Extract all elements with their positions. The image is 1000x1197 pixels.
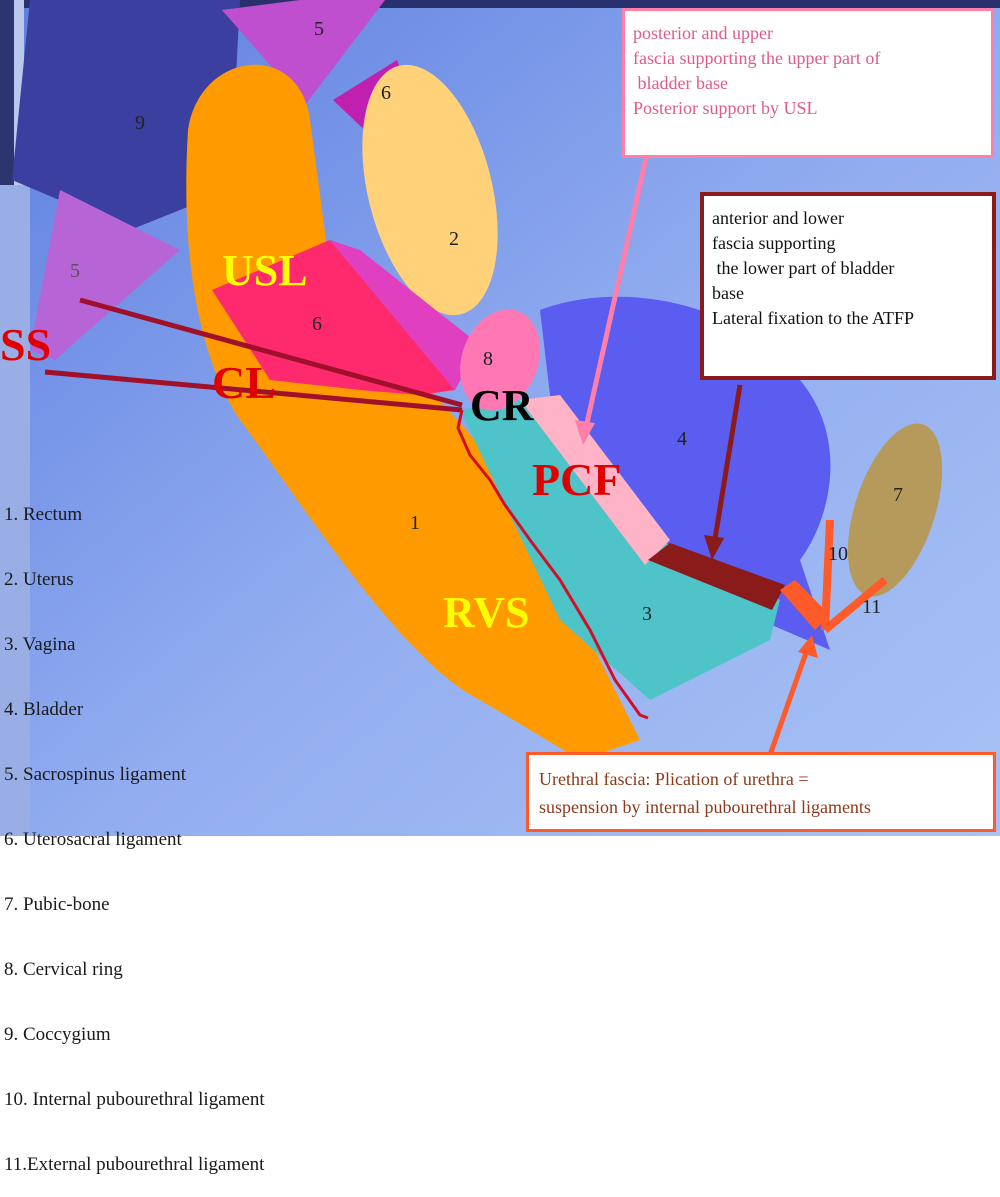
posterior-callout-line: Posterior support by USL xyxy=(633,96,983,121)
num-external-ligament: 11 xyxy=(862,596,881,619)
label-ss: SS xyxy=(0,318,51,371)
num-coccygium: 9 xyxy=(135,112,145,135)
num-internal-ligament: 10 xyxy=(828,543,848,566)
anterior-callout-line: Lateral fixation to the ATFP xyxy=(712,306,984,331)
num-vagina: 3 xyxy=(642,603,652,626)
label-usl: USL xyxy=(222,245,308,296)
legend-item: 10. Internal pubourethral ligament xyxy=(4,1085,265,1114)
legend-item: 8. Cervical ring xyxy=(4,955,265,984)
anterior-callout-line: anterior and lower xyxy=(712,206,984,231)
posterior-callout-line: posterior and upper xyxy=(633,21,983,46)
num-uterosacral-top: 6 xyxy=(381,82,391,105)
label-cl: CL xyxy=(212,356,276,409)
num-uterus: 2 xyxy=(449,228,459,251)
num-cervical-ring: 8 xyxy=(483,348,493,371)
legend-item: 7. Pubic-bone xyxy=(4,890,265,919)
posterior-fascia-callout: posterior and upper fascia supporting th… xyxy=(622,8,994,158)
label-cr: CR xyxy=(470,380,534,431)
urethral-callout-line: Urethral fascia: Plication of urethra = xyxy=(539,765,983,793)
legend-item: 1. Rectum xyxy=(4,500,265,529)
legend-item: 9. Coccygium xyxy=(4,1020,265,1049)
label-rvs: RVS xyxy=(443,587,529,638)
label-pcf: PCF xyxy=(532,453,621,506)
legend: 1. Rectum 2. Uterus 3. Vagina 4. Bladder… xyxy=(4,464,265,1197)
anterior-fascia-callout: anterior and lower fascia supporting the… xyxy=(700,192,996,380)
urethral-callout-line: suspension by internal pubourethral liga… xyxy=(539,793,983,821)
legend-item: 2. Uterus xyxy=(4,565,265,594)
num-bladder: 4 xyxy=(677,428,687,451)
legend-item: 4. Bladder xyxy=(4,695,265,724)
anterior-callout-line: the lower part of bladder xyxy=(712,256,984,281)
num-pubic-bone: 7 xyxy=(893,484,903,507)
num-uterosacral-mid: 6 xyxy=(312,313,322,336)
posterior-callout-line: bladder base xyxy=(633,71,983,96)
legend-item: 6. Uterosacral ligament xyxy=(4,825,265,854)
legend-item: 3. Vagina xyxy=(4,630,265,659)
legend-item: 11.External pubourethral ligament xyxy=(4,1150,265,1179)
num-rectum: 1 xyxy=(410,512,420,535)
posterior-callout-line: fascia supporting the upper part of xyxy=(633,46,983,71)
legend-item: 5. Sacrospinus ligament xyxy=(4,760,265,789)
anterior-callout-line: base xyxy=(712,281,984,306)
urethral-fascia-callout: Urethral fascia: Plication of urethra = … xyxy=(526,752,996,832)
num-sacrospinus-left: 5 xyxy=(70,260,80,283)
num-sacrospinus-top: 5 xyxy=(314,18,324,41)
anterior-callout-line: fascia supporting xyxy=(712,231,984,256)
